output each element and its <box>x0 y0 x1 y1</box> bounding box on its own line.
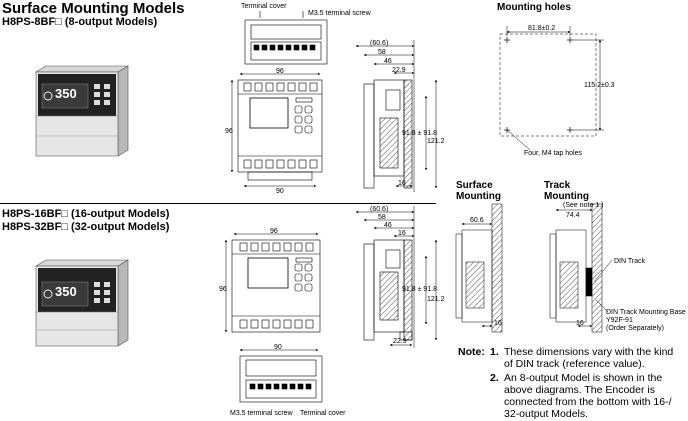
dim-91-8: 91.8 ± 91.8 <box>402 130 437 137</box>
top-view-upper <box>244 11 328 65</box>
front-view-lower <box>231 239 321 333</box>
note-1-number: 1. <box>490 346 499 358</box>
dim-16-lower: 16 <box>398 230 406 237</box>
dim-121-2-lower: 121.2 <box>427 296 445 303</box>
surface-mounting-title: Surface Mounting <box>456 180 501 202</box>
terminal-cover-label-bottom: Terminal cover <box>300 410 346 417</box>
note-prefix: Note: <box>458 346 485 358</box>
dim-58: 58 <box>378 49 386 56</box>
dim-58-lower: 58 <box>378 214 386 221</box>
track-mounting-view <box>549 203 613 333</box>
dim-96-side-lower: 96 <box>219 286 227 293</box>
mounting-holes-diagram <box>499 26 604 151</box>
dim-surface-60-6: 60.6 <box>470 217 484 224</box>
side-view-upper <box>363 79 413 189</box>
dim-96-top: 96 <box>276 68 284 75</box>
note-1: Note: 1. These dimensions vary with the … <box>458 346 684 370</box>
dim-90-lower: 90 <box>274 344 282 351</box>
m35-screw-label-top: M3.5 terminal screw <box>308 10 371 17</box>
note-1-text: These dimensions vary with the kind of D… <box>504 346 674 370</box>
see-note-label: (See note 1.) <box>563 202 604 209</box>
dim-60-6: (60.6) <box>370 40 389 47</box>
display-reading-top: 350 <box>55 86 77 101</box>
bottom-view-lower <box>239 355 323 403</box>
din-base-label-1: DIN Track Mounting Base <box>606 309 686 316</box>
surface-mounting-view <box>455 203 503 333</box>
dim-track-16: 16 <box>576 320 584 327</box>
dim-track-74-4: 74.4 <box>566 212 580 219</box>
tap-holes-label: Four, M4 tap holes <box>524 150 582 157</box>
side-view-lower <box>363 239 413 341</box>
m35-screw-label-bottom: M3.5 terminal screw <box>230 410 293 417</box>
dim-46-lower: 46 <box>384 222 392 229</box>
product-photo-8-output <box>34 65 130 157</box>
dim-16: 16 <box>398 180 406 187</box>
notes-block: Note: 1. These dimensions vary with the … <box>458 346 684 420</box>
track-mounting-title: Track Mounting <box>544 180 589 202</box>
dim-90: 90 <box>276 188 284 195</box>
mounting-holes-title: Mounting holes <box>497 2 571 13</box>
dim-96-top-lower: 96 <box>270 228 278 235</box>
dim-surface-16: 16 <box>494 320 502 327</box>
note-2: 2. An 8-output Model is shown in the abo… <box>458 370 684 420</box>
dim-60-6-lower: (60.6) <box>370 206 389 213</box>
dimension-lines-lower <box>224 206 438 352</box>
dim-46: 46 <box>384 58 392 65</box>
page-title: Surface Mounting Models <box>2 0 185 17</box>
din-track-label: DIN Track <box>614 258 646 265</box>
note-2-text: An 8-output Model is shown in the above … <box>504 372 672 420</box>
display-reading-bottom: 350 <box>55 284 77 299</box>
din-base-label-3: (Order Separately) <box>606 325 664 332</box>
dimension-lines-upper <box>230 40 438 192</box>
terminal-cover-label-top: Terminal cover <box>241 3 287 10</box>
product-photo-16-32-output <box>34 259 130 347</box>
dim-22-9: 22.9 <box>392 67 406 74</box>
dim-91-8-lower: 91.8 ± 91.8 <box>402 286 437 293</box>
front-view-upper <box>237 79 323 181</box>
model-16-title: H8PS-16BF□ (16-output Models) <box>2 208 170 220</box>
dim-hole-height: 115.2±0.3 <box>584 82 615 89</box>
din-base-label-2: Y92F-91 <box>606 317 633 324</box>
dim-121-2: 121.2 <box>427 138 445 145</box>
dim-22-9-lower: 22.9 <box>393 338 407 345</box>
section-divider <box>0 203 436 204</box>
dim-96-side: 96 <box>225 128 233 135</box>
model-8-title: H8PS-8BF□ (8-output Models) <box>2 16 158 28</box>
model-32-title: H8PS-32BF□ (32-output Models) <box>2 221 170 233</box>
dim-hole-width: 81.8±0.2 <box>528 25 556 32</box>
note-2-number: 2. <box>490 372 499 384</box>
